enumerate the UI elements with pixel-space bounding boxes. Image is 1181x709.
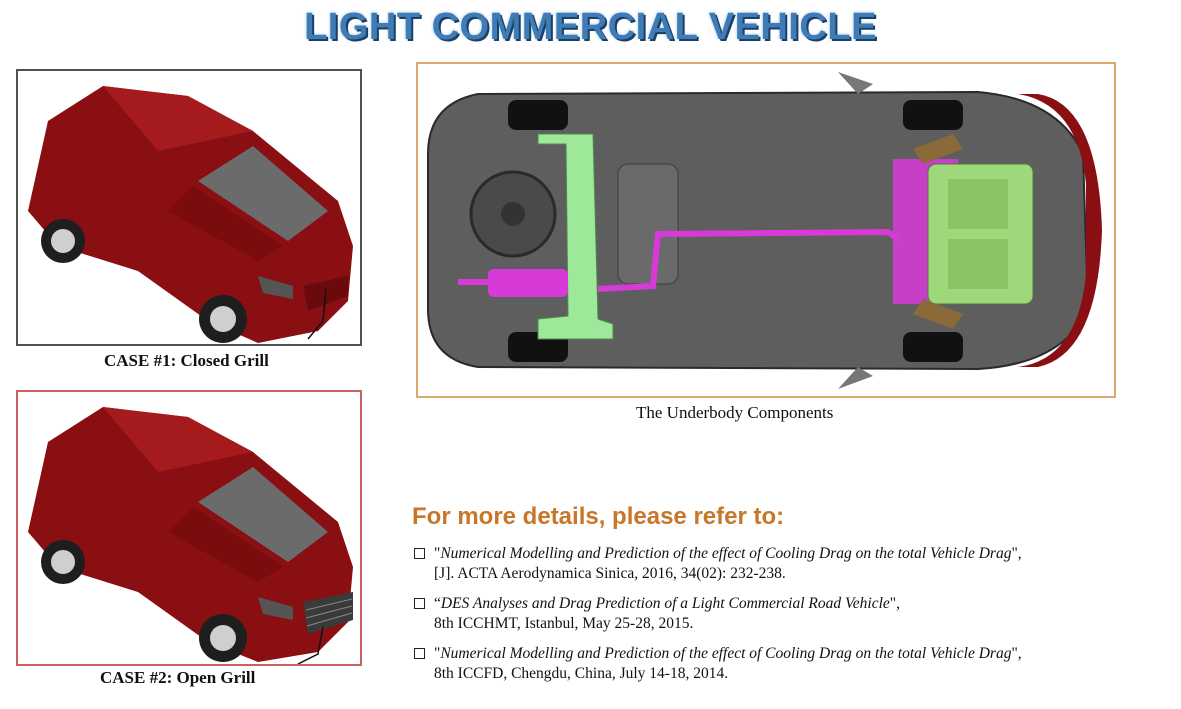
references-list: "Numerical Modelling and Prediction of t…: [412, 544, 1172, 694]
quote-open: ": [434, 645, 441, 662]
van-open-grill-illustration: [28, 407, 353, 664]
reference-title: Numerical Modelling and Prediction of th…: [440, 545, 1012, 562]
quote-open: “: [434, 595, 441, 612]
reference-source: 8th ICCFD, Chengdu, China, July 14-18, 2…: [434, 665, 729, 682]
page-title: LIGHT COMMERCIAL VEHICLE: [304, 6, 877, 48]
reference-item: “DES Analyses and Drag Prediction of a L…: [412, 594, 1172, 634]
underbody-caption: The Underbody Components: [636, 403, 834, 422]
reference-item: "Numerical Modelling and Prediction of t…: [412, 544, 1172, 584]
references-heading: For more details, please refer to:: [412, 503, 785, 530]
checkbox-bullet-icon: [414, 548, 425, 559]
reference-title: Numerical Modelling and Prediction of th…: [440, 645, 1012, 662]
reference-source: [J]. ACTA Aerodynamica Sinica, 2016, 34(…: [434, 565, 786, 582]
reference-title: DES Analyses and Drag Prediction of a Li…: [440, 595, 890, 612]
reference-item: "Numerical Modelling and Prediction of t…: [412, 644, 1172, 684]
underbody-panel: [416, 62, 1116, 398]
van-closed-grill-illustration: [28, 86, 353, 343]
reference-source: 8th ICCHMT, Istanbul, May 25-28, 2015.: [434, 615, 694, 632]
quote-close: ",: [1011, 645, 1022, 662]
case2-panel: [16, 390, 362, 666]
underbody-illustration: [427, 72, 1102, 389]
case1-caption: CASE #1: Closed Grill: [104, 351, 269, 370]
quote-open: ": [434, 545, 441, 562]
quote-close: ",: [889, 595, 900, 612]
case2-caption: CASE #2: Open Grill: [100, 668, 256, 687]
checkbox-bullet-icon: [414, 598, 425, 609]
quote-close: ",: [1011, 545, 1022, 562]
checkbox-bullet-icon: [414, 648, 425, 659]
case1-panel: [16, 69, 362, 346]
